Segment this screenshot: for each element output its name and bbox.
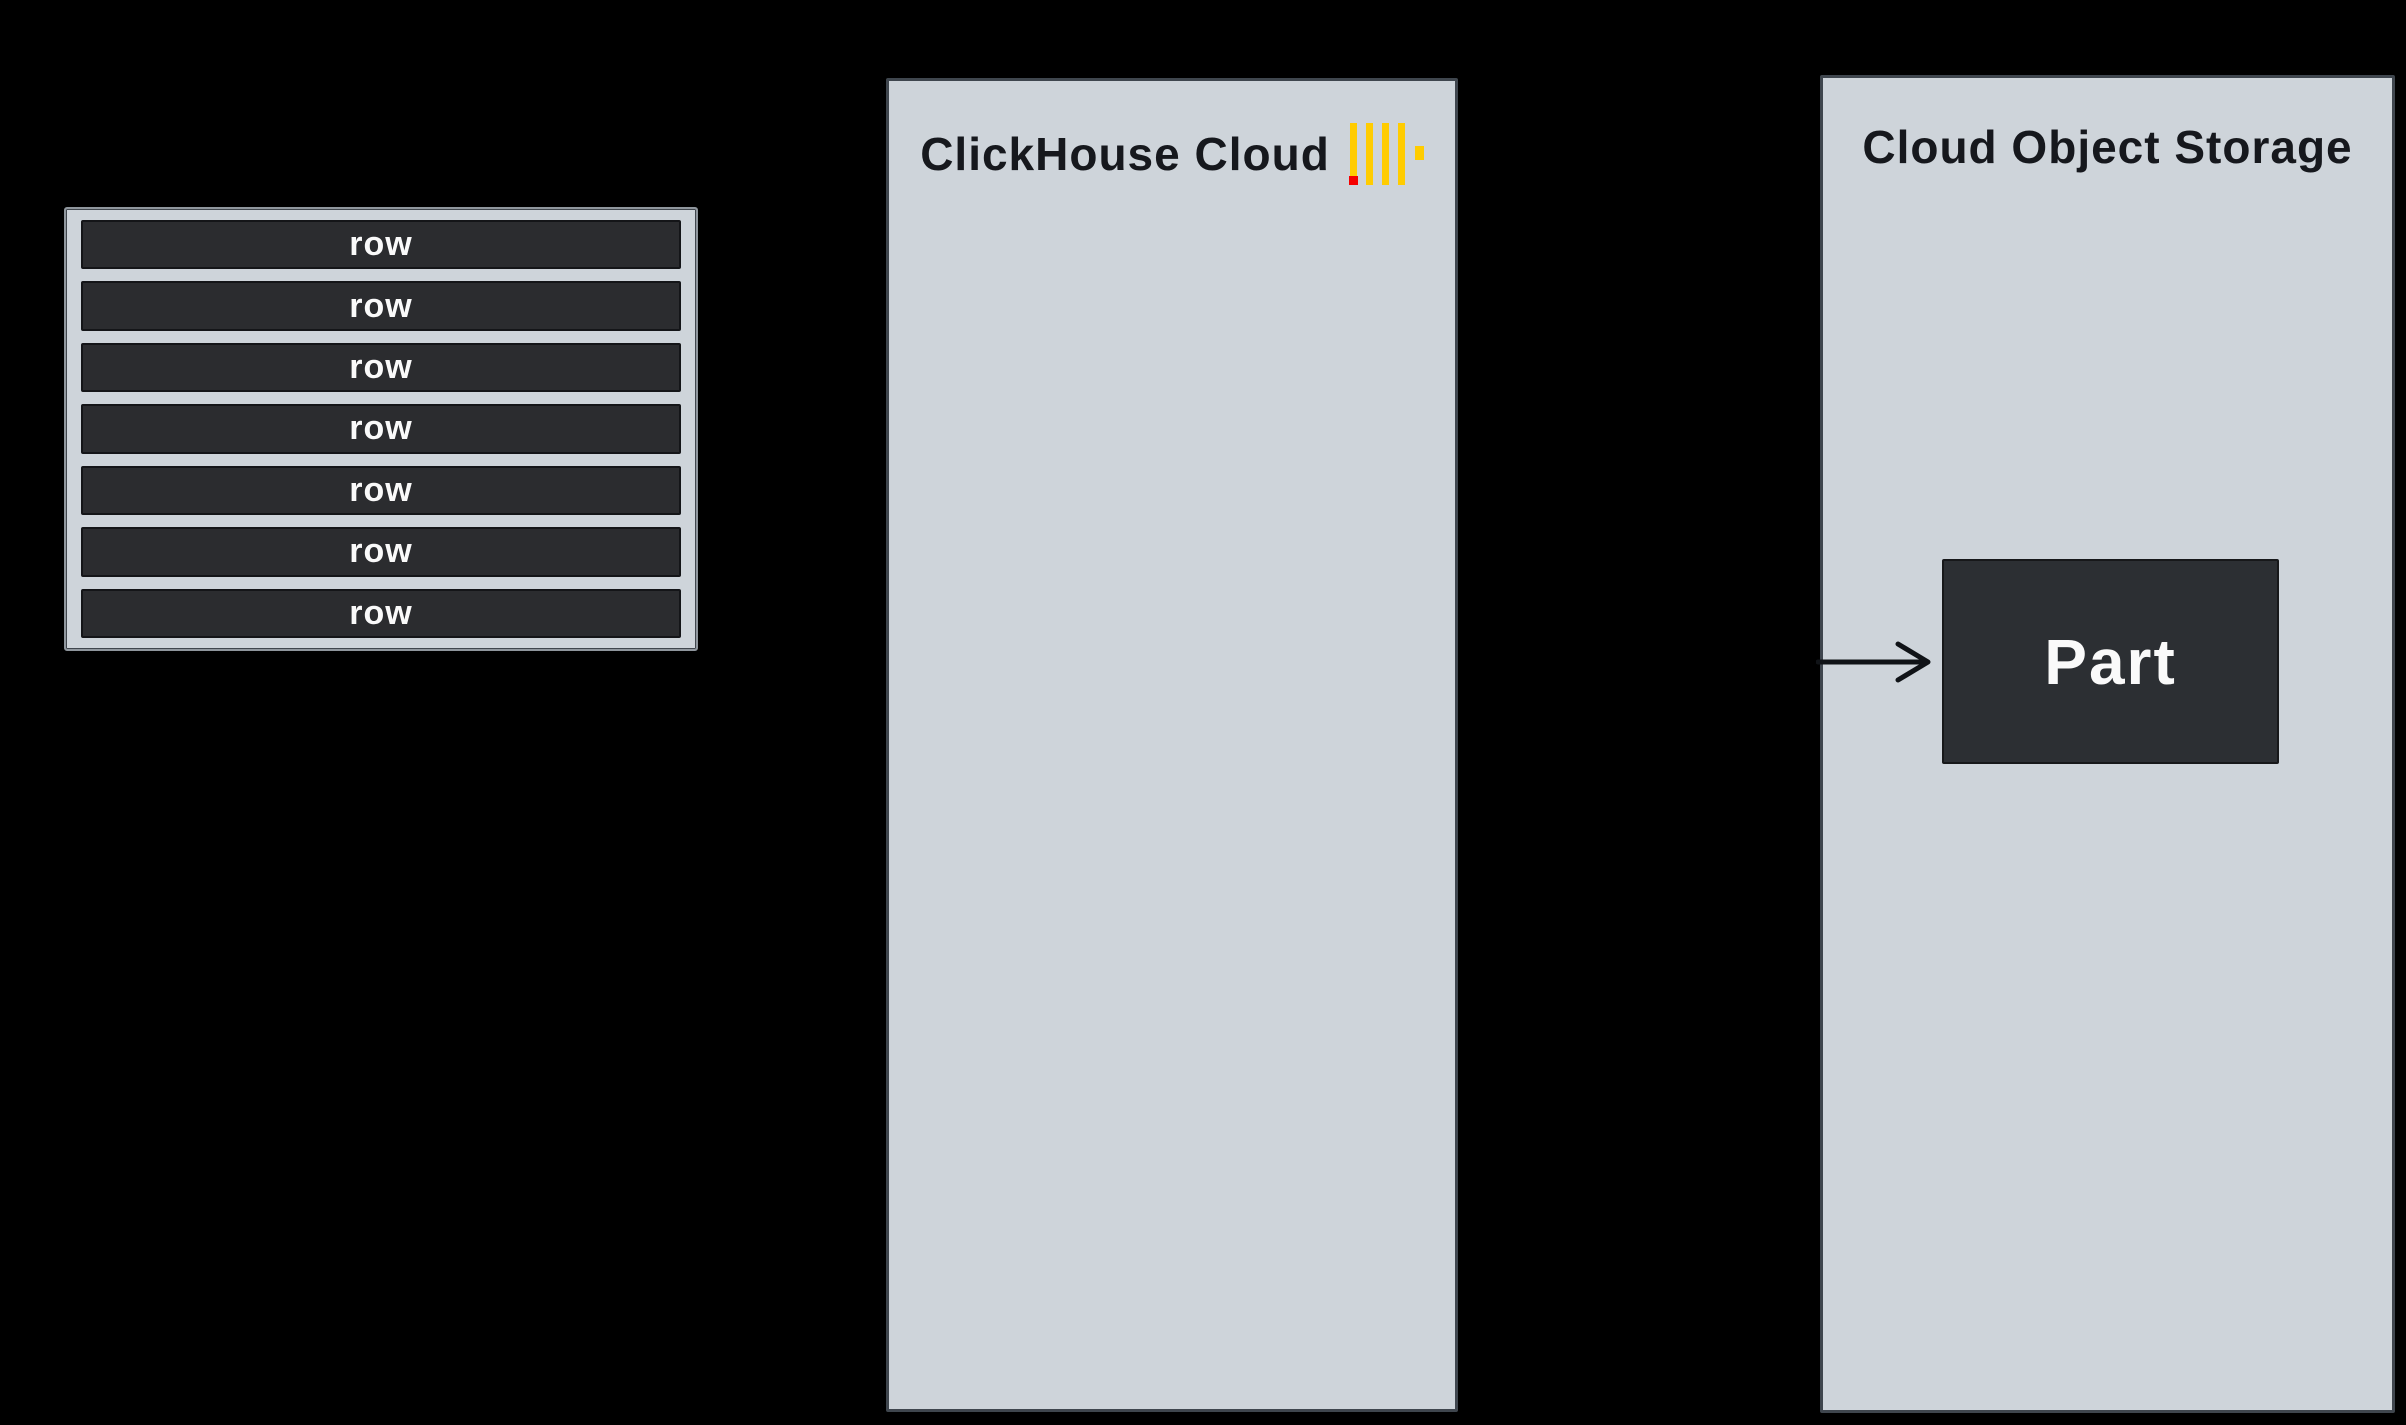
logo-bar xyxy=(1397,123,1405,185)
logo-bar xyxy=(1381,123,1389,185)
table-row: row xyxy=(81,527,681,577)
clickhouse-logo-icon xyxy=(1348,123,1424,185)
clickhouse-panel-title: ClickHouse Cloud xyxy=(920,128,1330,180)
logo-bar xyxy=(1365,123,1373,185)
table-row: row xyxy=(81,465,681,516)
insert-arrow-icon xyxy=(1816,641,1931,683)
table-row: row xyxy=(81,220,681,270)
part-box: Part xyxy=(1942,559,2279,764)
inserted-rows-table: row row row row row row row xyxy=(64,207,698,651)
cloud-object-storage-panel: Cloud Object Storage Part xyxy=(1820,75,2395,1413)
logo-dot xyxy=(1414,146,1424,160)
clickhouse-cloud-panel: ClickHouse Cloud xyxy=(886,78,1458,1412)
table-row: row xyxy=(81,281,681,331)
table-row: row xyxy=(81,404,681,454)
table-row: row xyxy=(81,588,681,638)
storage-panel-title: Cloud Object Storage xyxy=(1862,121,2353,173)
logo-bar xyxy=(1348,123,1358,185)
storage-panel-header: Cloud Object Storage xyxy=(1823,120,2392,174)
table-row: row xyxy=(81,342,681,393)
clickhouse-panel-header: ClickHouse Cloud xyxy=(889,123,1455,185)
